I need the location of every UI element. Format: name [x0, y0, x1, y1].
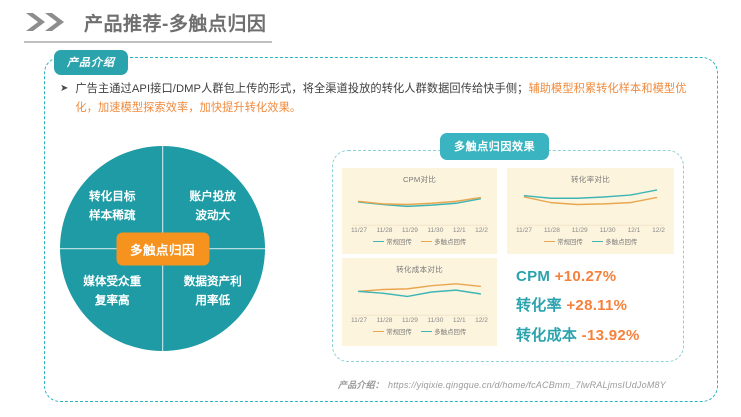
chart-plot-conversion-cost: [351, 276, 488, 316]
legend-label: 常规回传: [386, 239, 412, 246]
x-tick-label: 11/29: [571, 227, 588, 234]
intro-text-highlight: 辅助模型积累转化样本和模型优化，加速模型探索效率，加快提升转化效果。: [75, 83, 687, 114]
quadrant-line-1: 数据资产利: [183, 274, 242, 288]
content-frame: [44, 57, 718, 402]
legend-swatch: [372, 240, 384, 243]
metric-row: CPM +10.27%: [516, 268, 640, 285]
x-tick-label: 11/27: [351, 317, 368, 324]
chart-series-line: [359, 198, 481, 205]
intro-section-badge: 产品介绍: [54, 50, 128, 75]
bullet-arrow-icon: ➤: [60, 83, 69, 94]
chart-plot-conversion-rate: [516, 186, 665, 226]
x-tick-label: 11/28: [376, 227, 393, 234]
legend-label: 多触点回传: [434, 329, 467, 336]
chart-title: CPM对比: [402, 175, 437, 184]
legend-label: 多触点回传: [605, 239, 638, 246]
x-tick-label: 11/29: [401, 227, 418, 234]
metric-label: CPM: [516, 268, 551, 285]
chart-x-axis-conversion-rate: 11/27 11/28 11/29 11/30 12/1 12/2: [515, 227, 666, 234]
intro-text-primary: 广告主通过API接口/DMP人群包上传的形式，将全渠道投放的转化人群数据回传给快…: [75, 83, 529, 95]
legend-item: 多触点回传: [420, 327, 467, 336]
page-title: 产品推荐-多触点归因: [84, 13, 267, 35]
circle-quadrant-top-left: 转化目标 样本稀疏: [60, 146, 163, 249]
double-chevron-right-icon: [24, 11, 70, 33]
chart-card-conversion-rate: 转化率对比 11/27 11/28 11/29 11/30 12/1 12/2 常规回传 多…: [507, 168, 674, 254]
chart-series-line: [359, 290, 481, 296]
x-tick-label: 11/30: [599, 227, 616, 234]
quadrant-line-1: 账户投放: [189, 190, 236, 204]
circle-center-badge: 多触点归因: [115, 232, 210, 265]
metric-row: 转化率 +28.11%: [516, 294, 640, 315]
x-tick-label: 12/2: [475, 317, 488, 324]
x-tick-label: 11/30: [427, 317, 444, 324]
x-tick-label: 12/1: [627, 227, 641, 234]
quadrant-line-1: 转化目标: [89, 190, 136, 204]
metric-value: +28.11%: [566, 297, 628, 314]
x-tick-label: 12/2: [652, 227, 665, 234]
legend-item: 常规回传: [372, 237, 412, 246]
chart-title: 转化成本对比: [396, 265, 443, 274]
quadrant-line-1: 媒体受众重: [83, 274, 142, 288]
circle-quadrant-bottom-left: 媒体受众重 复率高: [60, 249, 163, 352]
legend-swatch: [591, 240, 603, 243]
chart-legend-cpm: 常规回传 多触点回传: [350, 237, 489, 246]
footer-url-value: https://yiqixie.qingque.cn/d/home/fcACBm…: [388, 380, 666, 390]
x-tick-label: 12/1: [452, 317, 466, 324]
x-tick-label: 11/27: [516, 227, 533, 234]
chart-title: 转化率对比: [571, 175, 610, 184]
circle-quadrant-bottom-right: 数据资产利 用率低: [163, 249, 266, 352]
metric-value: +10.27%: [554, 268, 617, 285]
chart-plot-cpm: [351, 186, 488, 226]
metric-label: 转化率: [516, 297, 562, 314]
metric-label: 转化成本: [516, 327, 578, 344]
legend-swatch: [420, 240, 432, 243]
legend-swatch: [420, 330, 432, 333]
x-tick-label: 11/30: [427, 227, 444, 234]
chart-card-conversion-cost: 转化成本对比 11/27 11/28 11/29 11/30 12/1 12/2 常规回传…: [342, 258, 497, 346]
chart-legend-conversion-rate: 常规回传 多触点回传: [515, 237, 666, 246]
quadrant-line-2: 用率低: [195, 293, 231, 307]
pain-point-circle-diagram: 转化目标 样本稀疏 账户投放 波动大 媒体受众重 复率高 数据资产利 用率低 多…: [60, 146, 265, 351]
legend-label: 多触点回传: [434, 239, 467, 246]
x-tick-label: 12/1: [452, 227, 466, 234]
chart-card-cpm: CPM对比 11/27 11/28 11/29 11/30 12/1 12/2 常规回传 多…: [342, 168, 497, 254]
chart-series-line: [524, 190, 656, 198]
page-header: 产品推荐-多触点归因: [0, 0, 741, 44]
x-tick-label: 11/27: [351, 227, 368, 234]
legend-item: 多触点回传: [591, 237, 638, 246]
circle-quadrant-top-right: 账户投放 波动大: [163, 146, 266, 249]
legend-item: 常规回传: [372, 327, 412, 336]
quadrant-line-2: 波动大: [195, 209, 231, 223]
metric-row: 转化成本 -13.92%: [516, 324, 640, 345]
title-underline: [24, 41, 272, 43]
legend-label: 常规回传: [557, 239, 583, 246]
chart-legend-conversion-cost: 常规回传 多触点回传: [350, 327, 489, 336]
chart-x-axis-conversion-cost: 11/27 11/28 11/29 11/30 12/1 12/2: [350, 317, 489, 324]
metrics-summary: CPM +10.27% 转化率 +28.11% 转化成本 -13.92%: [516, 268, 640, 345]
legend-item: 多触点回传: [420, 237, 467, 246]
quadrant-line-2: 样本稀疏: [89, 209, 136, 223]
legend-item: 常规回传: [543, 237, 583, 246]
quadrant-line-2: 复率高: [94, 293, 130, 307]
chart-x-axis-cpm: 11/27 11/28 11/29 11/30 12/1 12/2: [350, 227, 489, 234]
intro-paragraph: ➤ 广告主通过API接口/DMP人群包上传的形式，将全渠道投放的转化人群数据回传…: [60, 80, 700, 118]
x-tick-label: 11/29: [401, 317, 418, 324]
footer-source-url[interactable]: 产品介绍：https://yiqixie.qingque.cn/d/home/f…: [338, 378, 666, 391]
chart-series-line: [359, 284, 481, 292]
legend-swatch: [543, 240, 555, 243]
x-tick-label: 12/2: [475, 227, 488, 234]
chart-series-line: [524, 197, 656, 205]
x-tick-label: 11/28: [543, 227, 560, 234]
footer-url-label: 产品介绍：: [338, 380, 385, 390]
x-tick-label: 11/28: [376, 317, 393, 324]
legend-label: 常规回传: [386, 329, 412, 336]
metric-value: -13.92%: [581, 327, 640, 344]
effect-panel-badge: 多触点归因效果: [440, 133, 550, 160]
legend-swatch: [372, 330, 384, 333]
